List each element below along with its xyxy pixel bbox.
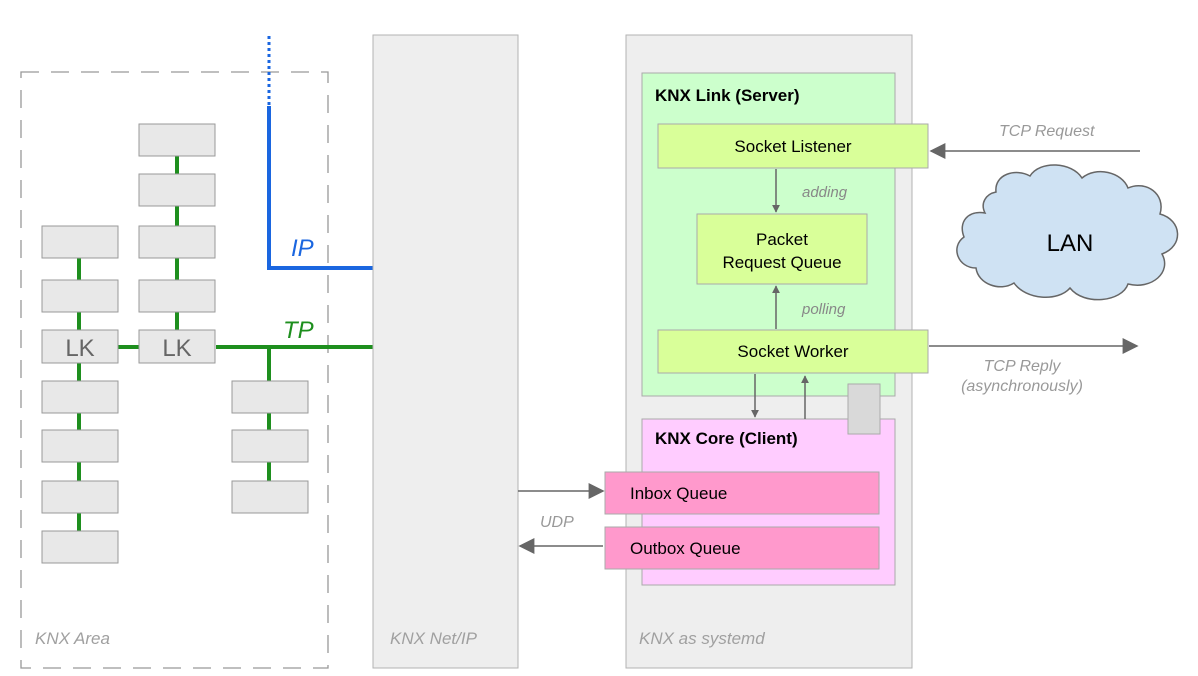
packet-request-queue-box [696,213,868,285]
knx-netip-panel [372,34,519,669]
packet-queue-label-line1: Packet [756,230,808,249]
line-coupler-label-2: LK [162,335,191,362]
inbox-queue-label: Inbox Queue [630,484,727,503]
line-coupler-box-2 [138,329,216,364]
device-box [231,480,309,514]
knx-systemd-label: KNX as systemd [639,629,765,648]
socket-worker-label: Socket Worker [737,342,849,361]
udp-label: UDP [540,514,574,531]
device-box [138,225,216,259]
device-box [41,480,119,514]
line-coupler-label-1: LK [65,335,94,362]
device-box [41,530,119,564]
device-box [138,279,216,313]
device-box [41,429,119,463]
device-box [138,123,216,157]
outbox-queue-box [604,526,880,570]
knx-core-title: KNX Core (Client) [655,429,798,448]
polling-label: polling [801,301,846,318]
tcp-reply-label-line2: (asynchronously) [961,378,1083,395]
link-core-connector [847,383,881,435]
device-box [41,279,119,313]
tcp-reply-label-line1: TCP Reply [984,358,1062,375]
packet-queue-label-line2: Request Queue [722,253,841,272]
socket-worker-box [657,329,929,374]
outbox-queue-label: Outbox Queue [630,539,741,558]
tcp-request-label: TCP Request [999,123,1095,140]
lan-cloud [956,164,1179,301]
adding-label: adding [802,184,848,201]
device-box [41,225,119,259]
device-box [231,429,309,463]
tp-line-label: TP [283,317,314,344]
knx-link-title: KNX Link (Server) [655,86,800,105]
ip-line-label: IP [291,235,314,262]
lan-label: LAN [1047,230,1094,257]
socket-listener-box [657,123,929,169]
line-coupler-box-1 [41,329,119,364]
knx-area-border [20,71,329,669]
device-box [41,380,119,414]
device-box [231,380,309,414]
inbox-queue-box [604,471,880,515]
device-box [138,173,216,207]
knx-netip-label: KNX Net/IP [390,629,478,648]
knx-area-label: KNX Area [35,629,110,648]
socket-listener-label: Socket Listener [734,137,852,156]
